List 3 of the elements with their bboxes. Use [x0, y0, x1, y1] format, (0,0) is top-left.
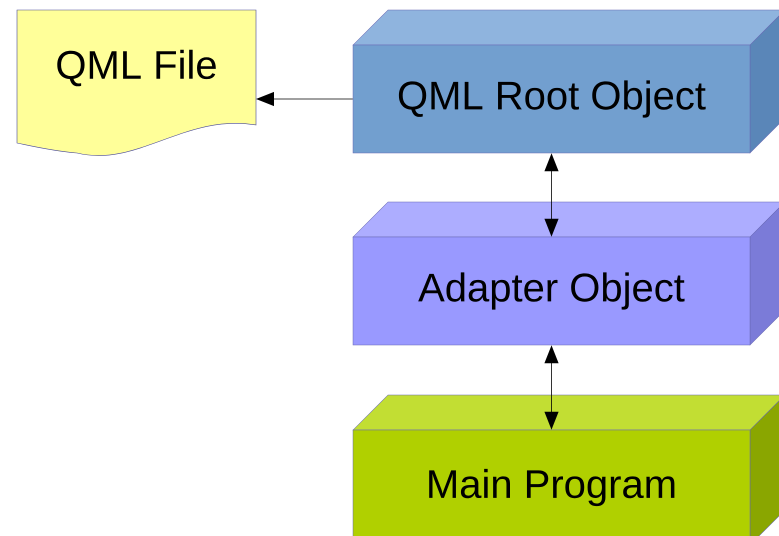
box-3d: QML Root Object [352, 10, 779, 154]
box-3d: Adapter Object [352, 202, 779, 346]
box-3d: Main Program [352, 394, 779, 536]
